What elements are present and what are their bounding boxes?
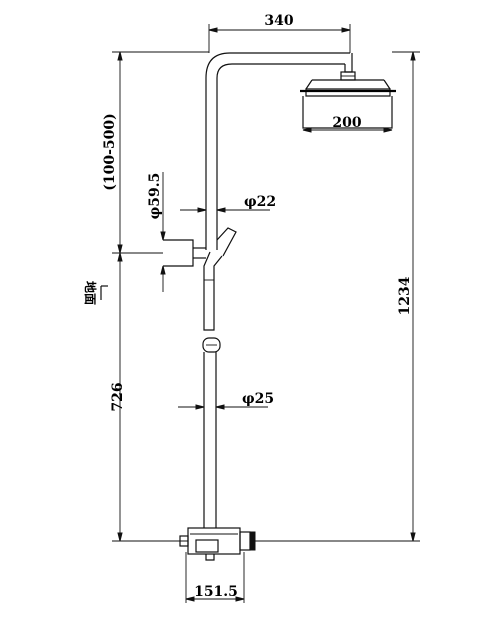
shower-column xyxy=(163,52,396,561)
hand-shower-holder xyxy=(216,227,237,257)
mixer-spout xyxy=(195,539,219,553)
lower-pipe-label: φ25 xyxy=(242,391,274,407)
arm-end xyxy=(344,53,353,73)
mixer-outlet xyxy=(205,554,215,561)
mixer-width-label: 151.5 xyxy=(194,584,238,600)
head-diameter-label: 200 xyxy=(332,115,361,131)
dim-bracket-diameter: φ59.5 xyxy=(147,172,166,292)
dim-mixer-width: 151.5 xyxy=(185,552,245,603)
shower-head-body xyxy=(302,96,393,129)
diverter-knob xyxy=(202,337,221,353)
arm-outer-edge xyxy=(205,52,350,79)
hand-shower-handle xyxy=(203,251,223,331)
dim-adjust-range: (100-500) xyxy=(102,51,209,254)
dim-arm-length: 340 xyxy=(208,13,351,53)
dim-upper-pipe: φ22 xyxy=(180,194,276,213)
shower-head-cap-sides xyxy=(305,79,391,90)
shower-head-top xyxy=(305,88,391,97)
upper-pipe-label: φ22 xyxy=(244,194,276,210)
floor-note-label: 地面 xyxy=(83,281,98,305)
arm-length-label: 340 xyxy=(264,13,293,29)
mixer-height-label: 726 xyxy=(110,382,126,411)
mixer-right-knob-base xyxy=(239,531,251,551)
dim-lower-pipe: φ25 xyxy=(178,391,274,410)
floor-note: 地面 xyxy=(83,281,108,305)
bracket-diameter-label: φ59.5 xyxy=(147,173,163,220)
dim-total-height: 1234 xyxy=(250,51,420,542)
dim-head-diameter: 200 xyxy=(302,115,393,133)
adjust-range-label: (100-500) xyxy=(102,113,118,191)
total-height-label: 1234 xyxy=(397,276,413,315)
wall-bracket xyxy=(163,239,194,267)
dim-mixer-height: 726 xyxy=(110,252,188,542)
arm-inner-edge xyxy=(216,63,345,79)
